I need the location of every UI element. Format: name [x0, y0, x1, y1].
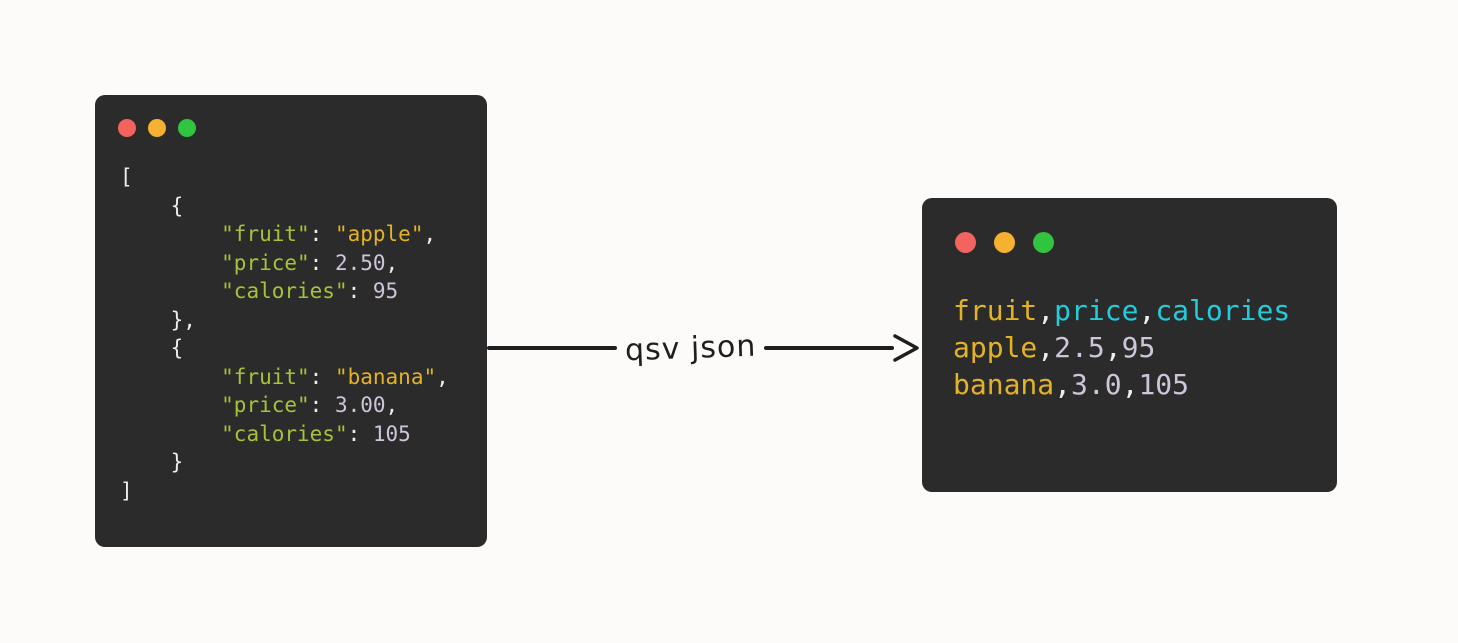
code-token: }	[120, 450, 184, 474]
json-code: [ { "fruit": "apple", "price": 2.50, "ca…	[120, 163, 449, 505]
code-token: price	[1054, 294, 1139, 327]
code-token: 3.0	[1071, 368, 1122, 401]
code-token: {	[120, 193, 184, 218]
code-token: calories	[1155, 294, 1291, 327]
code-token: :	[347, 279, 373, 303]
code-token: apple	[953, 331, 1038, 364]
code-token: :	[309, 222, 335, 246]
code-token: {	[120, 336, 184, 360]
code-token: },	[120, 307, 196, 332]
code-token	[120, 279, 221, 303]
maximize-button-icon	[178, 119, 196, 137]
conversion-arrow: qsv json	[487, 326, 920, 370]
code-line: "price": 2.50,	[120, 249, 449, 278]
code-token: "fruit"	[221, 364, 310, 389]
json-source-window: [ { "fruit": "apple", "price": 2.50, "ca…	[95, 95, 487, 547]
code-token: ,	[385, 393, 399, 417]
code-token: 2.5	[1054, 331, 1105, 364]
minimize-button-icon	[994, 232, 1015, 253]
code-token: ,	[1104, 331, 1122, 364]
code-line: {	[120, 334, 449, 363]
minimize-button-icon	[148, 119, 166, 137]
code-token	[120, 422, 221, 446]
code-line: {	[120, 192, 449, 221]
code-token: :	[309, 364, 335, 389]
code-line: }	[120, 448, 449, 477]
maximize-button-icon	[1033, 232, 1054, 253]
code-token: ,	[1121, 368, 1139, 401]
code-line: },	[120, 306, 449, 335]
code-token: ,	[385, 250, 399, 275]
close-button-icon	[118, 119, 136, 137]
code-line: "calories": 95	[120, 277, 449, 306]
code-token: banana	[953, 368, 1055, 401]
code-token: ,	[1138, 294, 1156, 327]
code-token: :	[309, 393, 335, 417]
code-token: 95	[1121, 331, 1156, 364]
code-line: [	[120, 163, 449, 192]
close-button-icon	[955, 232, 976, 253]
code-token: ,	[1037, 331, 1055, 364]
code-token: ]	[120, 478, 133, 503]
code-token: 95	[372, 279, 399, 303]
window-controls	[955, 232, 1054, 253]
code-token: ,	[1037, 294, 1055, 327]
code-token: :	[347, 421, 373, 446]
code-line: "calories": 105	[120, 420, 449, 449]
arrow-line-right	[764, 346, 895, 350]
code-line: "price": 3.00,	[120, 391, 449, 420]
code-token	[120, 251, 221, 275]
command-label: qsv json	[624, 328, 757, 368]
code-token: ,	[1054, 368, 1072, 401]
window-controls	[118, 119, 196, 137]
code-line: ]	[120, 477, 449, 506]
code-line: "fruit": "banana",	[120, 363, 449, 392]
code-token: ,	[423, 222, 437, 246]
code-token: "calories"	[221, 421, 348, 446]
code-token	[120, 393, 221, 417]
code-token: 2.50	[334, 250, 386, 275]
code-line: banana,3.0,105	[953, 366, 1290, 403]
code-token: "fruit"	[221, 222, 310, 246]
code-token	[120, 365, 221, 389]
arrow-head-icon	[893, 334, 919, 362]
code-token: "banana"	[334, 364, 437, 389]
code-token: 3.00	[334, 393, 386, 417]
code-token: 105	[372, 421, 411, 446]
arrow-line-left	[487, 346, 617, 350]
code-token: :	[309, 250, 335, 275]
code-token: "price"	[221, 250, 310, 275]
code-token: ,	[436, 364, 449, 389]
code-token: 105	[1138, 368, 1190, 401]
code-token: "price"	[221, 393, 310, 417]
code-line: "fruit": "apple",	[120, 220, 449, 249]
code-token: "calories"	[221, 279, 348, 303]
code-line: fruit,price,calories	[953, 292, 1290, 329]
code-token: fruit	[953, 294, 1038, 327]
code-token: "apple"	[334, 222, 424, 246]
code-token	[120, 222, 221, 246]
code-line: apple,2.5,95	[953, 329, 1290, 366]
code-token: [	[120, 165, 133, 189]
